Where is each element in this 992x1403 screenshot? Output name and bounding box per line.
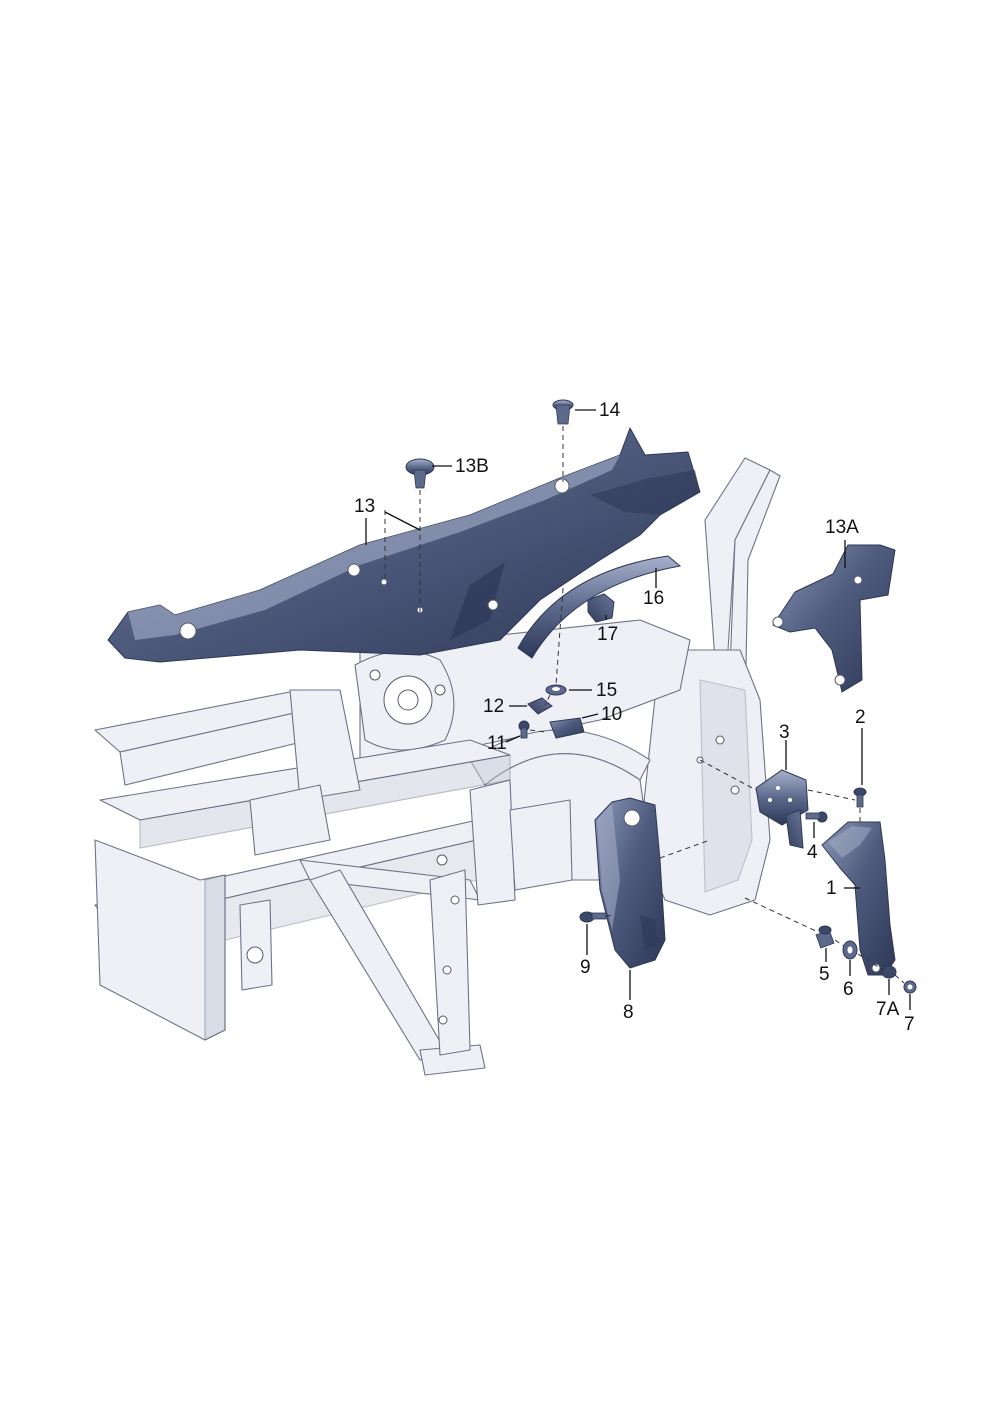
callout-7A: 7A [876, 999, 900, 1020]
callout-17: 17 [597, 624, 618, 645]
callout-1: 1 [826, 878, 837, 899]
callout-3: 3 [779, 722, 790, 743]
callout-7: 7 [904, 1014, 915, 1035]
callout-13: 13 [354, 496, 375, 517]
part-6-washer [842, 940, 858, 960]
callout-4: 4 [807, 842, 818, 863]
part-15-washer [545, 684, 567, 696]
callout-15: 15 [596, 680, 617, 701]
part-9-screw [579, 911, 607, 923]
callout-12: 12 [483, 696, 504, 717]
part-4-bolt [805, 811, 828, 823]
part-7-nut [903, 980, 917, 994]
part-2-bolt [853, 787, 867, 808]
callout-labels: 1 2 3 4 5 6 7 7A 8 9 10 11 12 13 13A 13B… [354, 400, 915, 1035]
part-5-bolt [815, 925, 835, 949]
part-3-hinge-plate [755, 769, 809, 849]
callout-10: 10 [601, 704, 622, 725]
callout-13B: 13B [455, 456, 489, 477]
part-13-wheelhouse-liner [107, 427, 701, 663]
part-16-arch-strip [517, 555, 682, 659]
alignment-lines [384, 426, 905, 984]
part-12-nut-clip [527, 697, 553, 715]
callout-6: 6 [843, 979, 854, 1000]
part-7A-washer [881, 965, 897, 979]
part-13B-push-rivet [405, 458, 435, 489]
part-8-liner-piece [594, 797, 666, 969]
part-17-clip [587, 593, 615, 623]
callout-8: 8 [623, 1002, 634, 1023]
callout-5: 5 [819, 964, 830, 985]
callout-11: 11 [487, 733, 507, 754]
callout-16: 16 [643, 588, 664, 609]
part-10-bracket [549, 717, 585, 739]
part-14-screw [552, 399, 574, 425]
part-13A-bracket [772, 544, 896, 693]
callout-13A: 13A [825, 517, 859, 538]
part-11-bolt [518, 720, 530, 739]
callout-14: 14 [599, 400, 621, 421]
leader-lines [365, 409, 911, 1010]
callout-2: 2 [855, 707, 866, 728]
callout-9: 9 [580, 957, 591, 978]
